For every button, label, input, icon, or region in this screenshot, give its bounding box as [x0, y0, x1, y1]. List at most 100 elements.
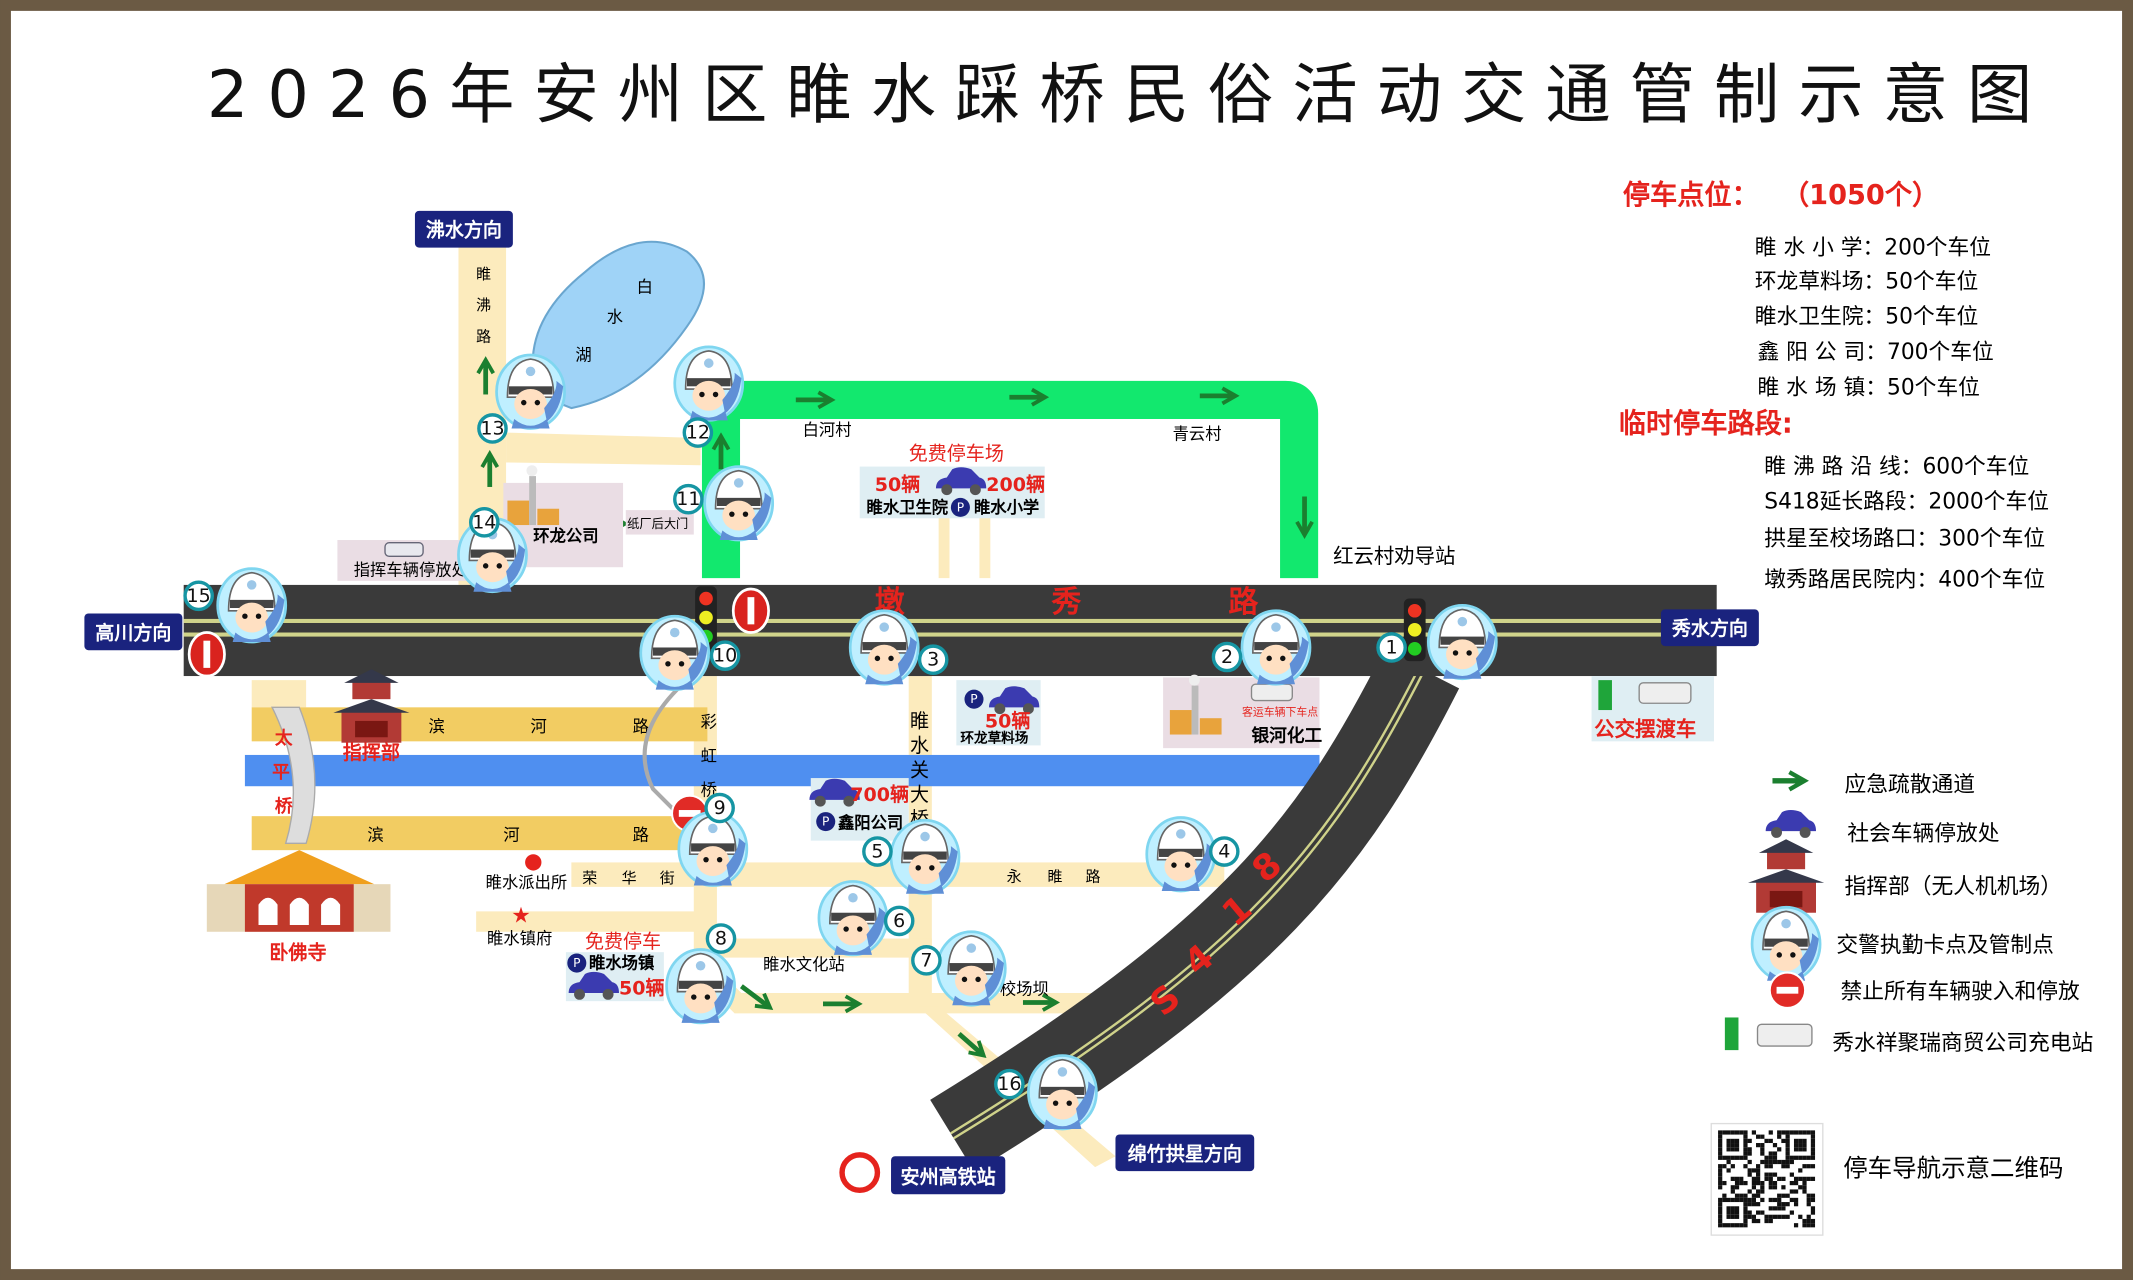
qr-cell [1743, 1130, 1748, 1135]
checkpoint-6[interactable]: 6 [883, 905, 915, 937]
qr-cell [1760, 1185, 1765, 1190]
svg-text:睢: 睢 [476, 265, 491, 283]
sign-gaochuan[interactable]: 高川方向 [84, 613, 183, 651]
qr-cell [1718, 1214, 1723, 1219]
parking-item: 睢水卫生院：50个车位 [1755, 305, 1978, 330]
qr-cell [1793, 1138, 1799, 1144]
qr-cell [1756, 1143, 1761, 1148]
qr-cell [1718, 1134, 1723, 1139]
svg-text:14: 14 [472, 511, 496, 533]
svg-text:P: P [970, 692, 977, 706]
qr-cell [1730, 1214, 1735, 1219]
yongsui-label: 睢 [1047, 867, 1062, 885]
checkpoint-16[interactable]: 16 [994, 1068, 1025, 1100]
qr-cell [1739, 1223, 1744, 1228]
qr-cell [1810, 1218, 1816, 1224]
qr-cell [1793, 1223, 1799, 1228]
checkpoint-1[interactable]: 1 [1376, 632, 1407, 663]
checkpoint-12[interactable]: 12 [682, 417, 714, 448]
sign-station[interactable]: 安州高铁站 [839, 1152, 1006, 1195]
qr-cell [1764, 1155, 1769, 1160]
checkpoint-14[interactable]: 14 [469, 507, 500, 538]
qr-cell [1785, 1130, 1790, 1135]
svg-text:12: 12 [686, 422, 710, 444]
qr-cell [1802, 1218, 1807, 1224]
no-through-sign-icon [187, 631, 226, 678]
qr-cell [1810, 1134, 1816, 1139]
svg-text:睢水场镇: 睢水场镇 [589, 954, 654, 973]
svg-text:路: 路 [1228, 585, 1259, 620]
qr-cell [1747, 1202, 1752, 1207]
parking-item: 睢 水 小 学：200个车位 [1755, 235, 1991, 260]
qr-cell [1747, 1151, 1752, 1156]
checkpoint-4[interactable]: 4 [1208, 836, 1240, 867]
parking-item: 睢 水 场 镇：50个车位 [1758, 375, 1980, 400]
sign-mianzhu[interactable]: 绵竹拱星方向 [1115, 1134, 1255, 1172]
sign-xiushui[interactable]: 秀水方向 [1660, 609, 1759, 647]
qr-cell [1739, 1197, 1744, 1203]
qr-cell [1734, 1214, 1740, 1219]
qr-cell [1734, 1210, 1740, 1215]
qr-code[interactable] [1710, 1122, 1824, 1236]
svg-text:沸: 沸 [476, 296, 491, 314]
temp-parking-heading: 临时停车路段: [1619, 408, 1793, 440]
qr-cell [1789, 1197, 1794, 1203]
svg-text:13: 13 [480, 417, 504, 439]
checkpoint-5[interactable]: 5 [862, 836, 893, 867]
checkpoint-8[interactable]: 8 [705, 923, 737, 954]
qr-cell [1730, 1147, 1735, 1152]
checkpoint-2[interactable]: 2 [1211, 641, 1243, 673]
qr-cell [1722, 1155, 1727, 1160]
checkpoint-15[interactable]: 15 [183, 580, 214, 612]
checkpoint-3[interactable]: 3 [917, 644, 949, 676]
qr-cell [1772, 1172, 1778, 1177]
qr-cell [1734, 1155, 1740, 1160]
qr-cell [1722, 1197, 1727, 1203]
qr-cell [1751, 1202, 1757, 1207]
binhe-label: 河 [503, 826, 519, 845]
qr-cell [1806, 1164, 1811, 1169]
arrow-icon [739, 984, 774, 1011]
sign-fushui[interactable]: 沸水方向 [414, 210, 513, 248]
qr-cell [1810, 1130, 1816, 1135]
qr-cell [1785, 1202, 1790, 1207]
page-title: 2026年安州区睢水踩桥民俗活动交通管制示意图 [207, 57, 2051, 133]
qr-cell [1747, 1172, 1752, 1177]
checkpoint-9[interactable]: 9 [704, 792, 735, 824]
qr-cell [1722, 1164, 1727, 1169]
checkpoint-10[interactable]: 10 [709, 640, 741, 671]
svg-text:桥: 桥 [275, 795, 293, 817]
qr-cell [1772, 1143, 1778, 1148]
qr-cell [1747, 1197, 1752, 1203]
qr-cell [1718, 1151, 1723, 1156]
qr-cell [1793, 1130, 1799, 1135]
svg-text:公交摆渡车: 公交摆渡车 [1594, 717, 1696, 741]
qr-cell [1760, 1147, 1765, 1152]
qr-cell [1751, 1176, 1757, 1181]
checkpoint-11[interactable]: 11 [673, 483, 704, 515]
parking-p-icon [950, 497, 970, 517]
ronghua-label: 华 [622, 869, 637, 887]
qr-cell [1718, 1197, 1723, 1203]
svg-text:大: 大 [910, 784, 929, 806]
qr-cell [1743, 1193, 1748, 1198]
qr-cell [1734, 1193, 1740, 1198]
qr-cell [1777, 1134, 1782, 1139]
checkpoint-13[interactable]: 13 [477, 413, 508, 444]
wofo-temple [206, 850, 391, 932]
checkpoint-7[interactable]: 7 [911, 945, 942, 976]
svg-text:200辆: 200辆 [986, 473, 1045, 496]
svg-text:纸厂后大门: 纸厂后大门 [627, 516, 688, 531]
qr-cell [1768, 1172, 1773, 1177]
qr-cell [1768, 1206, 1773, 1211]
police-station-icon [525, 854, 542, 871]
qr-cell [1743, 1218, 1748, 1224]
evacuation-route-green [701, 380, 1319, 579]
qr-cell [1798, 1147, 1803, 1152]
svg-text:客运车辆下车点: 客运车辆下车点 [1242, 704, 1318, 718]
qr-cell [1726, 1159, 1731, 1165]
qr-cell [1743, 1223, 1748, 1228]
qr-cell [1768, 1180, 1773, 1186]
qr-cell [1743, 1147, 1748, 1152]
